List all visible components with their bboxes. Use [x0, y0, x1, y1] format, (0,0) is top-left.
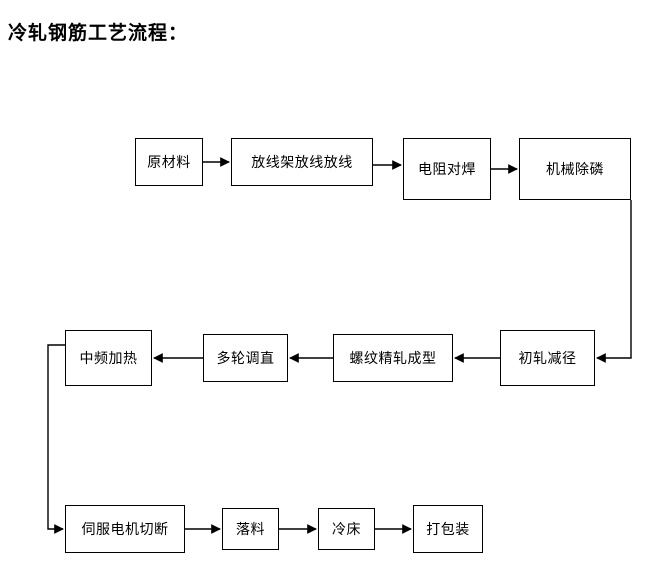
flow-node-label: 中频加热: [79, 351, 138, 367]
flow-node-label: 螺纹精轧成型: [349, 351, 437, 367]
flow-node-label: 原材料: [147, 155, 191, 171]
flow-node-pay-off-rack: 放线架放线放线: [231, 138, 373, 186]
flow-node-label: 打包装: [426, 522, 470, 538]
flow-node-rough-reduce: 初轧减径: [500, 330, 595, 386]
flow-node-label: 落料: [236, 522, 265, 538]
flow-edge-induction-heat-to-servo-cut: [47, 344, 65, 534]
flow-node-label: 伺服电机切断: [81, 522, 169, 538]
flow-edge-mech-descale-to-rough-reduce: [596, 200, 632, 363]
flow-node-label: 冷床: [332, 522, 361, 538]
flow-node-cooling-bed: 冷床: [318, 508, 375, 550]
flow-node-label: 电阻对焊: [418, 162, 476, 178]
flow-node-mech-descale: 机械除磷: [519, 138, 631, 200]
flow-node-multi-roll-strgt: 多轮调直: [203, 334, 288, 382]
flow-node-induction-heat: 中频加热: [65, 330, 152, 386]
flow-node-blanking: 落料: [222, 508, 279, 550]
page-title: 冷轧钢筋工艺流程：: [8, 22, 189, 44]
flow-node-servo-cut: 伺服电机切断: [65, 505, 185, 553]
flow-node-resistance-weld: 电阻对焊: [403, 138, 491, 200]
flow-node-raw-material: 原材料: [135, 138, 203, 186]
flow-node-label: 放线架放线放线: [251, 155, 353, 171]
flow-node-thread-finish: 螺纹精轧成型: [333, 334, 453, 382]
flow-node-packing: 打包装: [413, 505, 483, 553]
flow-node-label: 机械除磷: [546, 162, 604, 178]
flow-node-label: 多轮调直: [216, 351, 275, 367]
flow-node-label: 初轧减径: [518, 351, 577, 367]
